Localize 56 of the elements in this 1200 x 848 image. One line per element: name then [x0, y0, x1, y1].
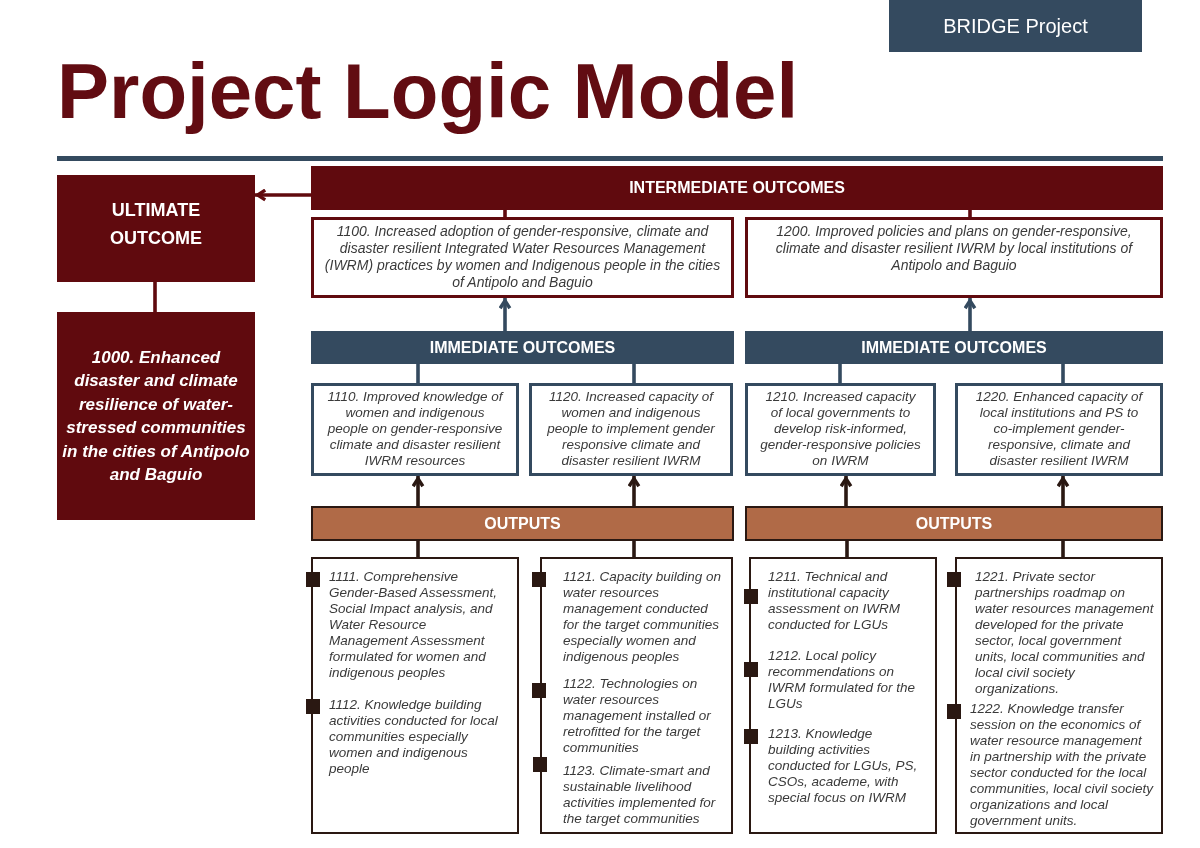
outcome-statement: 1110. Improved knowledge of women and indigenous people on gender-responsive climate and disaster resilient IWRM resources — [326, 389, 505, 469]
output-statement: 1212. Local policy recommendations on IWRM formulated for the LGUs — [768, 648, 917, 712]
arrow — [839, 476, 853, 506]
outcome-statement: 1000. Enhanced disaster and climate resilience of water-stressed communities in the cities of Antipolo and Baguio — [61, 346, 251, 486]
section-heading: OUTPUTS — [484, 514, 561, 533]
output-statement: 1112. Knowledge building activities conducted for local communities especially women and indigenous people — [329, 697, 499, 777]
outcome-card — [529, 383, 733, 476]
outcome-statement: 1200. Improved policies and plans on gender-responsive, climate and disaster resilient IWRM by local institutions of Antipolo and Baguio — [774, 223, 1135, 274]
arrow — [411, 476, 425, 506]
project-name: BRIDGE Project — [943, 14, 1088, 38]
output-statement: 1121. Capacity building on water resources management conducted for the target communities especially women and indigenous peoples — [563, 569, 723, 665]
outcome-statement: 1210. Increased capacity of local governments to develop risk-informed, gender-responsive policies on IWRM — [759, 389, 922, 469]
arrow — [498, 298, 512, 331]
section-header-bar — [311, 331, 734, 364]
connector-line — [845, 541, 849, 557]
outcome-card — [955, 383, 1163, 476]
outcome-card — [311, 217, 734, 298]
connector-line — [632, 364, 636, 383]
connector-line — [1061, 541, 1065, 557]
outcome-statement: 1120. Increased capacity of women and indigenous people to implement gender responsive climate and disaster resilient IWRM — [546, 389, 716, 469]
connector-line — [153, 282, 157, 312]
section-header-bar — [311, 166, 1163, 210]
connector-line — [416, 541, 420, 557]
connector-line — [838, 364, 842, 383]
connector-line — [632, 541, 636, 557]
output-statement: 1123. Climate-smart and sustainable livelihood activities implemented for the target communities — [563, 763, 717, 827]
outcome-card — [311, 383, 519, 476]
section-heading: IMMEDIATE OUTCOMES — [429, 338, 616, 357]
connector-line — [503, 210, 507, 217]
outcome-statement: 1100. Increased adoption of gender-responsive, climate and disaster resilient Integrated Water Resources Management (IWRM) practices by women and Indigenous people in the cities of Antipolo and Baguio — [323, 223, 722, 291]
connector-line — [968, 210, 972, 217]
output-statement: 1111. Comprehensive Gender-Based Assessment, Social Impact analysis, and Water Resource Management Assessment formulated for women and indigenous peoples — [329, 569, 499, 681]
outcome-header-panel — [57, 175, 255, 282]
outcome-card — [745, 217, 1163, 298]
connector-line — [416, 364, 420, 383]
output-statement: 1122. Technologies on water resources management installed or retrofitted for the target communities — [563, 676, 712, 756]
section-heading: OUTPUTS — [915, 514, 993, 533]
arrow — [255, 188, 311, 202]
arrow — [1056, 476, 1070, 506]
section-heading: INTERMEDIATE OUTCOMES — [629, 179, 845, 197]
outcome-panel — [57, 312, 255, 520]
section-heading: ULTIMATE OUTCOME — [109, 199, 203, 250]
connector-line — [1061, 364, 1065, 383]
outcome-statement: 1220. Enhanced capacity of local institutions and PS to co-implement gender-responsive, climate and disaster resilient IWRM — [974, 389, 1145, 469]
outcome-card — [745, 383, 936, 476]
arrow — [963, 298, 977, 331]
section-heading: IMMEDIATE OUTCOMES — [861, 338, 1047, 357]
output-statement: 1211. Technical and institutional capacity assessment on IWRM conducted for LGUs — [768, 569, 902, 633]
section-header-bar — [745, 506, 1163, 541]
output-statement: 1221. Private sector partnerships roadmap on water resources management developed for the private sector, local government units, local communities and local civil society organizations. — [975, 569, 1155, 697]
section-header-bar — [311, 506, 734, 541]
arrow — [627, 476, 641, 506]
output-statement: 1222. Knowledge transfer session on the economics of water resource management in partnership with the private sector conducted for the local communities, local civil society organizations and local government units. — [970, 701, 1155, 829]
project-tag — [889, 0, 1142, 52]
section-header-bar — [745, 331, 1163, 364]
output-statement: 1213. Knowledge building activities conducted for LGUs, PS, CSOs, academe, with special focus on IWRM — [768, 726, 919, 806]
